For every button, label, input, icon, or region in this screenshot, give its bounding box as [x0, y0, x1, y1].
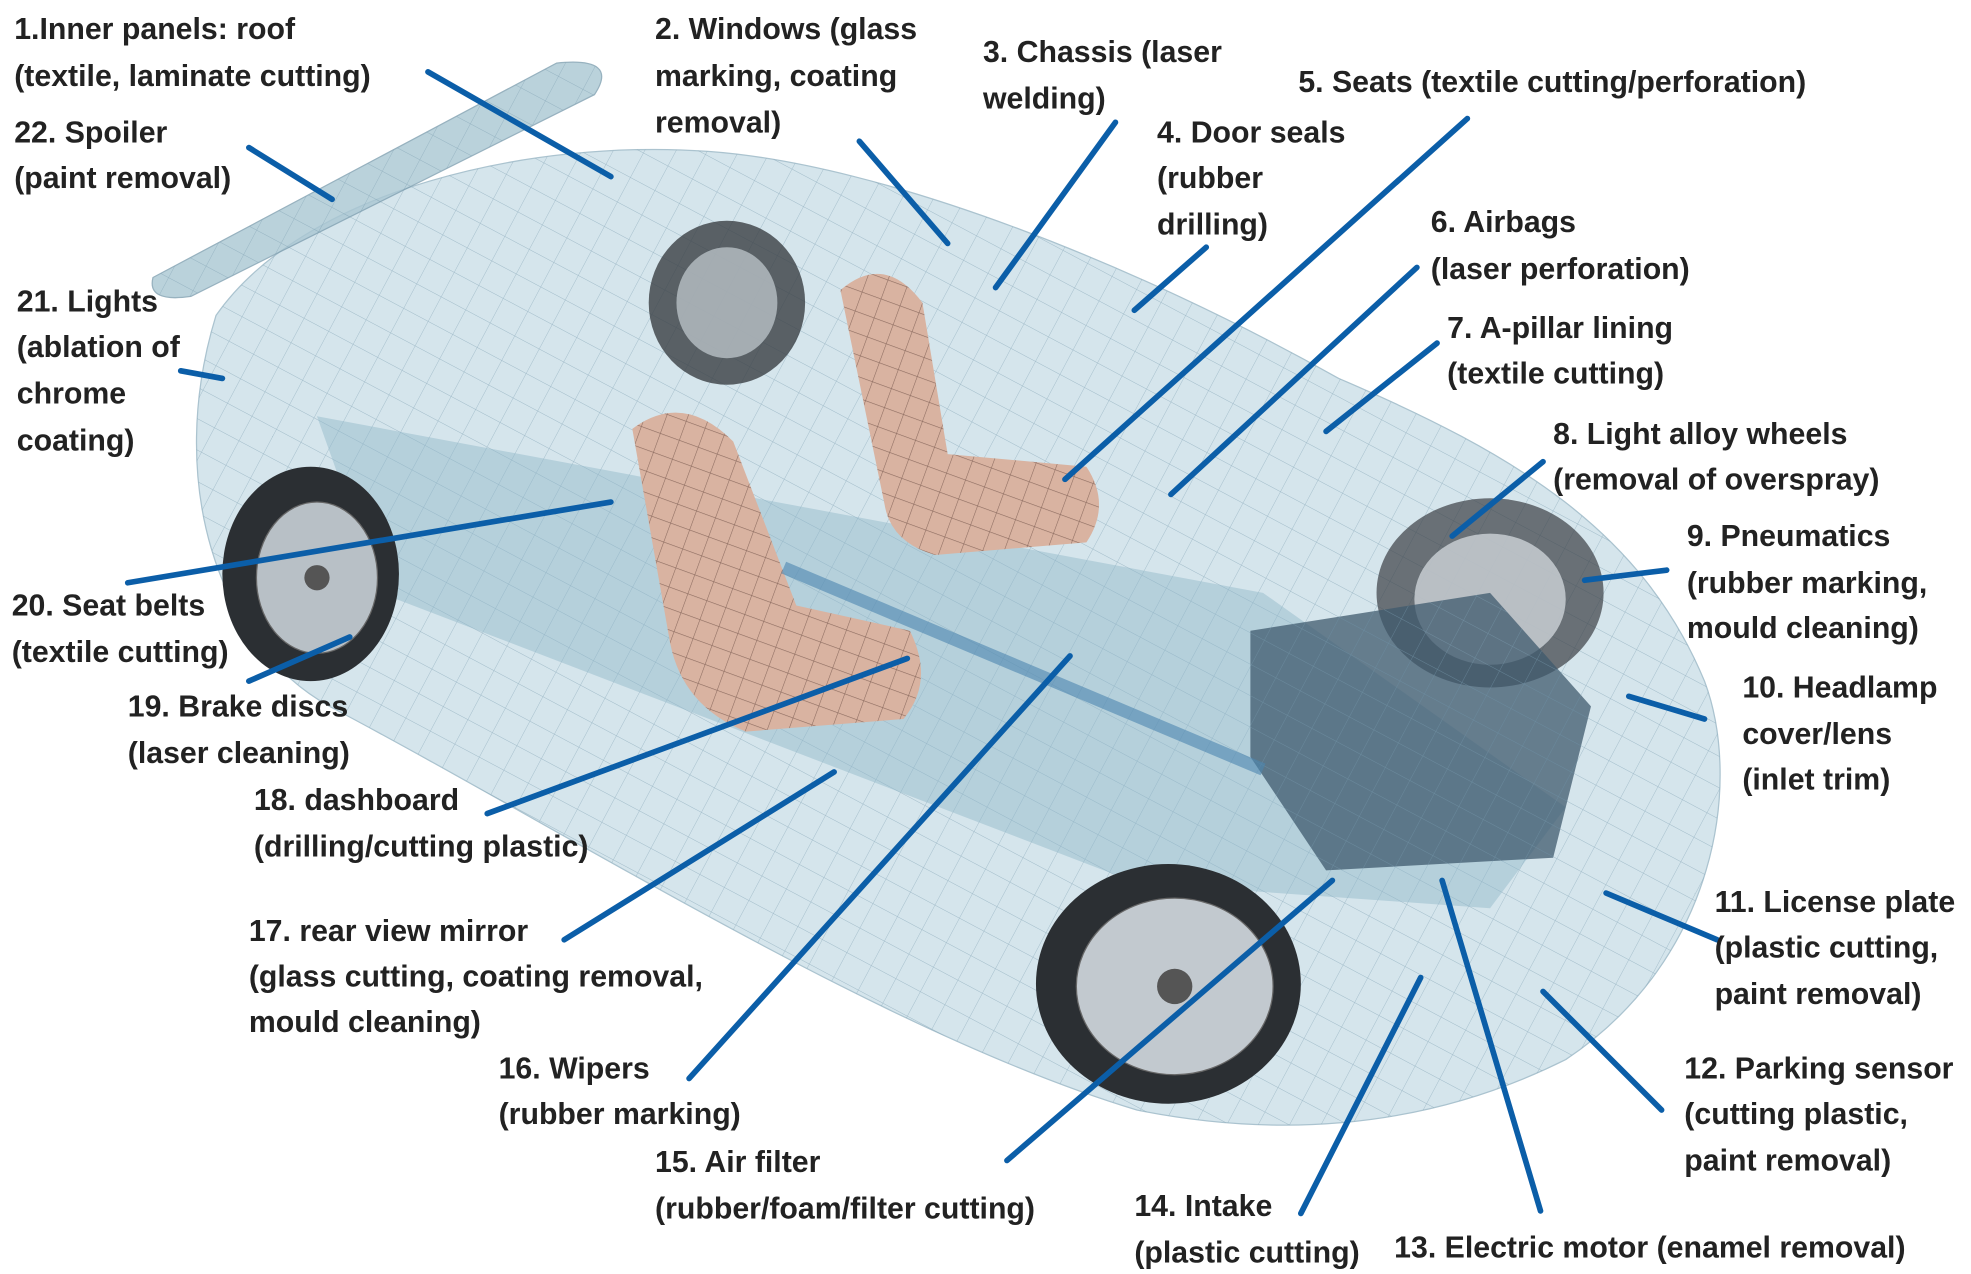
leader-20: [124, 499, 614, 586]
leader-6: [1168, 264, 1420, 498]
leader-5: [1062, 115, 1471, 483]
car-illustration: [151, 61, 1721, 1126]
leader-17: [561, 769, 837, 943]
leader-13: [1439, 877, 1544, 1214]
label-5-seats: 5. Seats (textile cutting/perforation): [1298, 66, 1806, 99]
label-1-inner-panels: 1.Inner panels: roof(textile, laminate c…: [14, 13, 371, 93]
label-22-spoiler: 22. Spoiler(paint removal): [14, 117, 231, 195]
seat-front-left: [632, 412, 922, 732]
floor-pan: [316, 416, 1566, 909]
leader-4: [1131, 244, 1210, 314]
wheel-rear-right: [648, 220, 806, 385]
seat-front-right: [840, 273, 1100, 556]
wheel-front-left: [1035, 864, 1301, 1104]
label-12-parking-sensor: 12. Parking sensor(cutting plastic,paint…: [1684, 1052, 1953, 1177]
leader-7: [1323, 340, 1440, 435]
leader-1: [425, 69, 614, 180]
leader-15: [1004, 877, 1336, 1164]
label-19-brake-discs: 19. Brake discs(laser cleaning): [128, 690, 350, 770]
label-6-airbags: 6. Airbags(laser perforation): [1431, 206, 1690, 286]
label-20-seat-belts: 20. Seat belts(textile cutting): [12, 590, 229, 670]
leader-11: [1603, 890, 1720, 943]
leader-16: [686, 653, 1073, 1082]
leader-12: [1540, 988, 1665, 1113]
engine: [1250, 592, 1591, 871]
leader-14: [1298, 974, 1424, 1217]
label-9-pneumatics: 9. Pneumatics(rubber marking,mould clean…: [1687, 520, 1927, 645]
label-16-wipers: 16. Wipers(rubber marking): [499, 1052, 741, 1130]
label-15-air-filter: 15. Air filter(rubber/foam/filter cuttin…: [655, 1146, 1035, 1226]
leader-18: [484, 655, 911, 817]
label-17-rear-view-mirror: 17. rear view mirror(glass cutting, coat…: [249, 915, 703, 1039]
label-8-wheels: 8. Light alloy wheels(removal of overspr…: [1553, 418, 1879, 496]
leader-lines: [124, 69, 1720, 1217]
labels: 1.Inner panels: roof(textile, laminate c…: [12, 13, 1955, 1270]
label-13-electric-motor: 13. Electric motor (enamel removal): [1394, 1232, 1905, 1265]
label-7-a-pillar: 7. A-pillar lining(textile cutting): [1447, 312, 1673, 390]
leader-19: [246, 634, 353, 684]
label-11-license-plate: 11. License plate(plastic cutting,paint …: [1715, 886, 1956, 1011]
label-14-intake: 14. Intake(plastic cutting): [1134, 1190, 1359, 1270]
leader-22: [246, 144, 335, 203]
leader-8: [1449, 458, 1546, 539]
leader-10: [1625, 693, 1708, 722]
leader-2: [856, 138, 951, 247]
drive-shaft: [781, 561, 1266, 776]
leader-21: [177, 368, 226, 382]
label-18-dashboard: 18. dashboard(drilling/cutting plastic): [254, 784, 589, 864]
leader-9: [1581, 567, 1670, 584]
leader-3: [992, 119, 1119, 291]
wheel-rear-left: [222, 466, 399, 682]
